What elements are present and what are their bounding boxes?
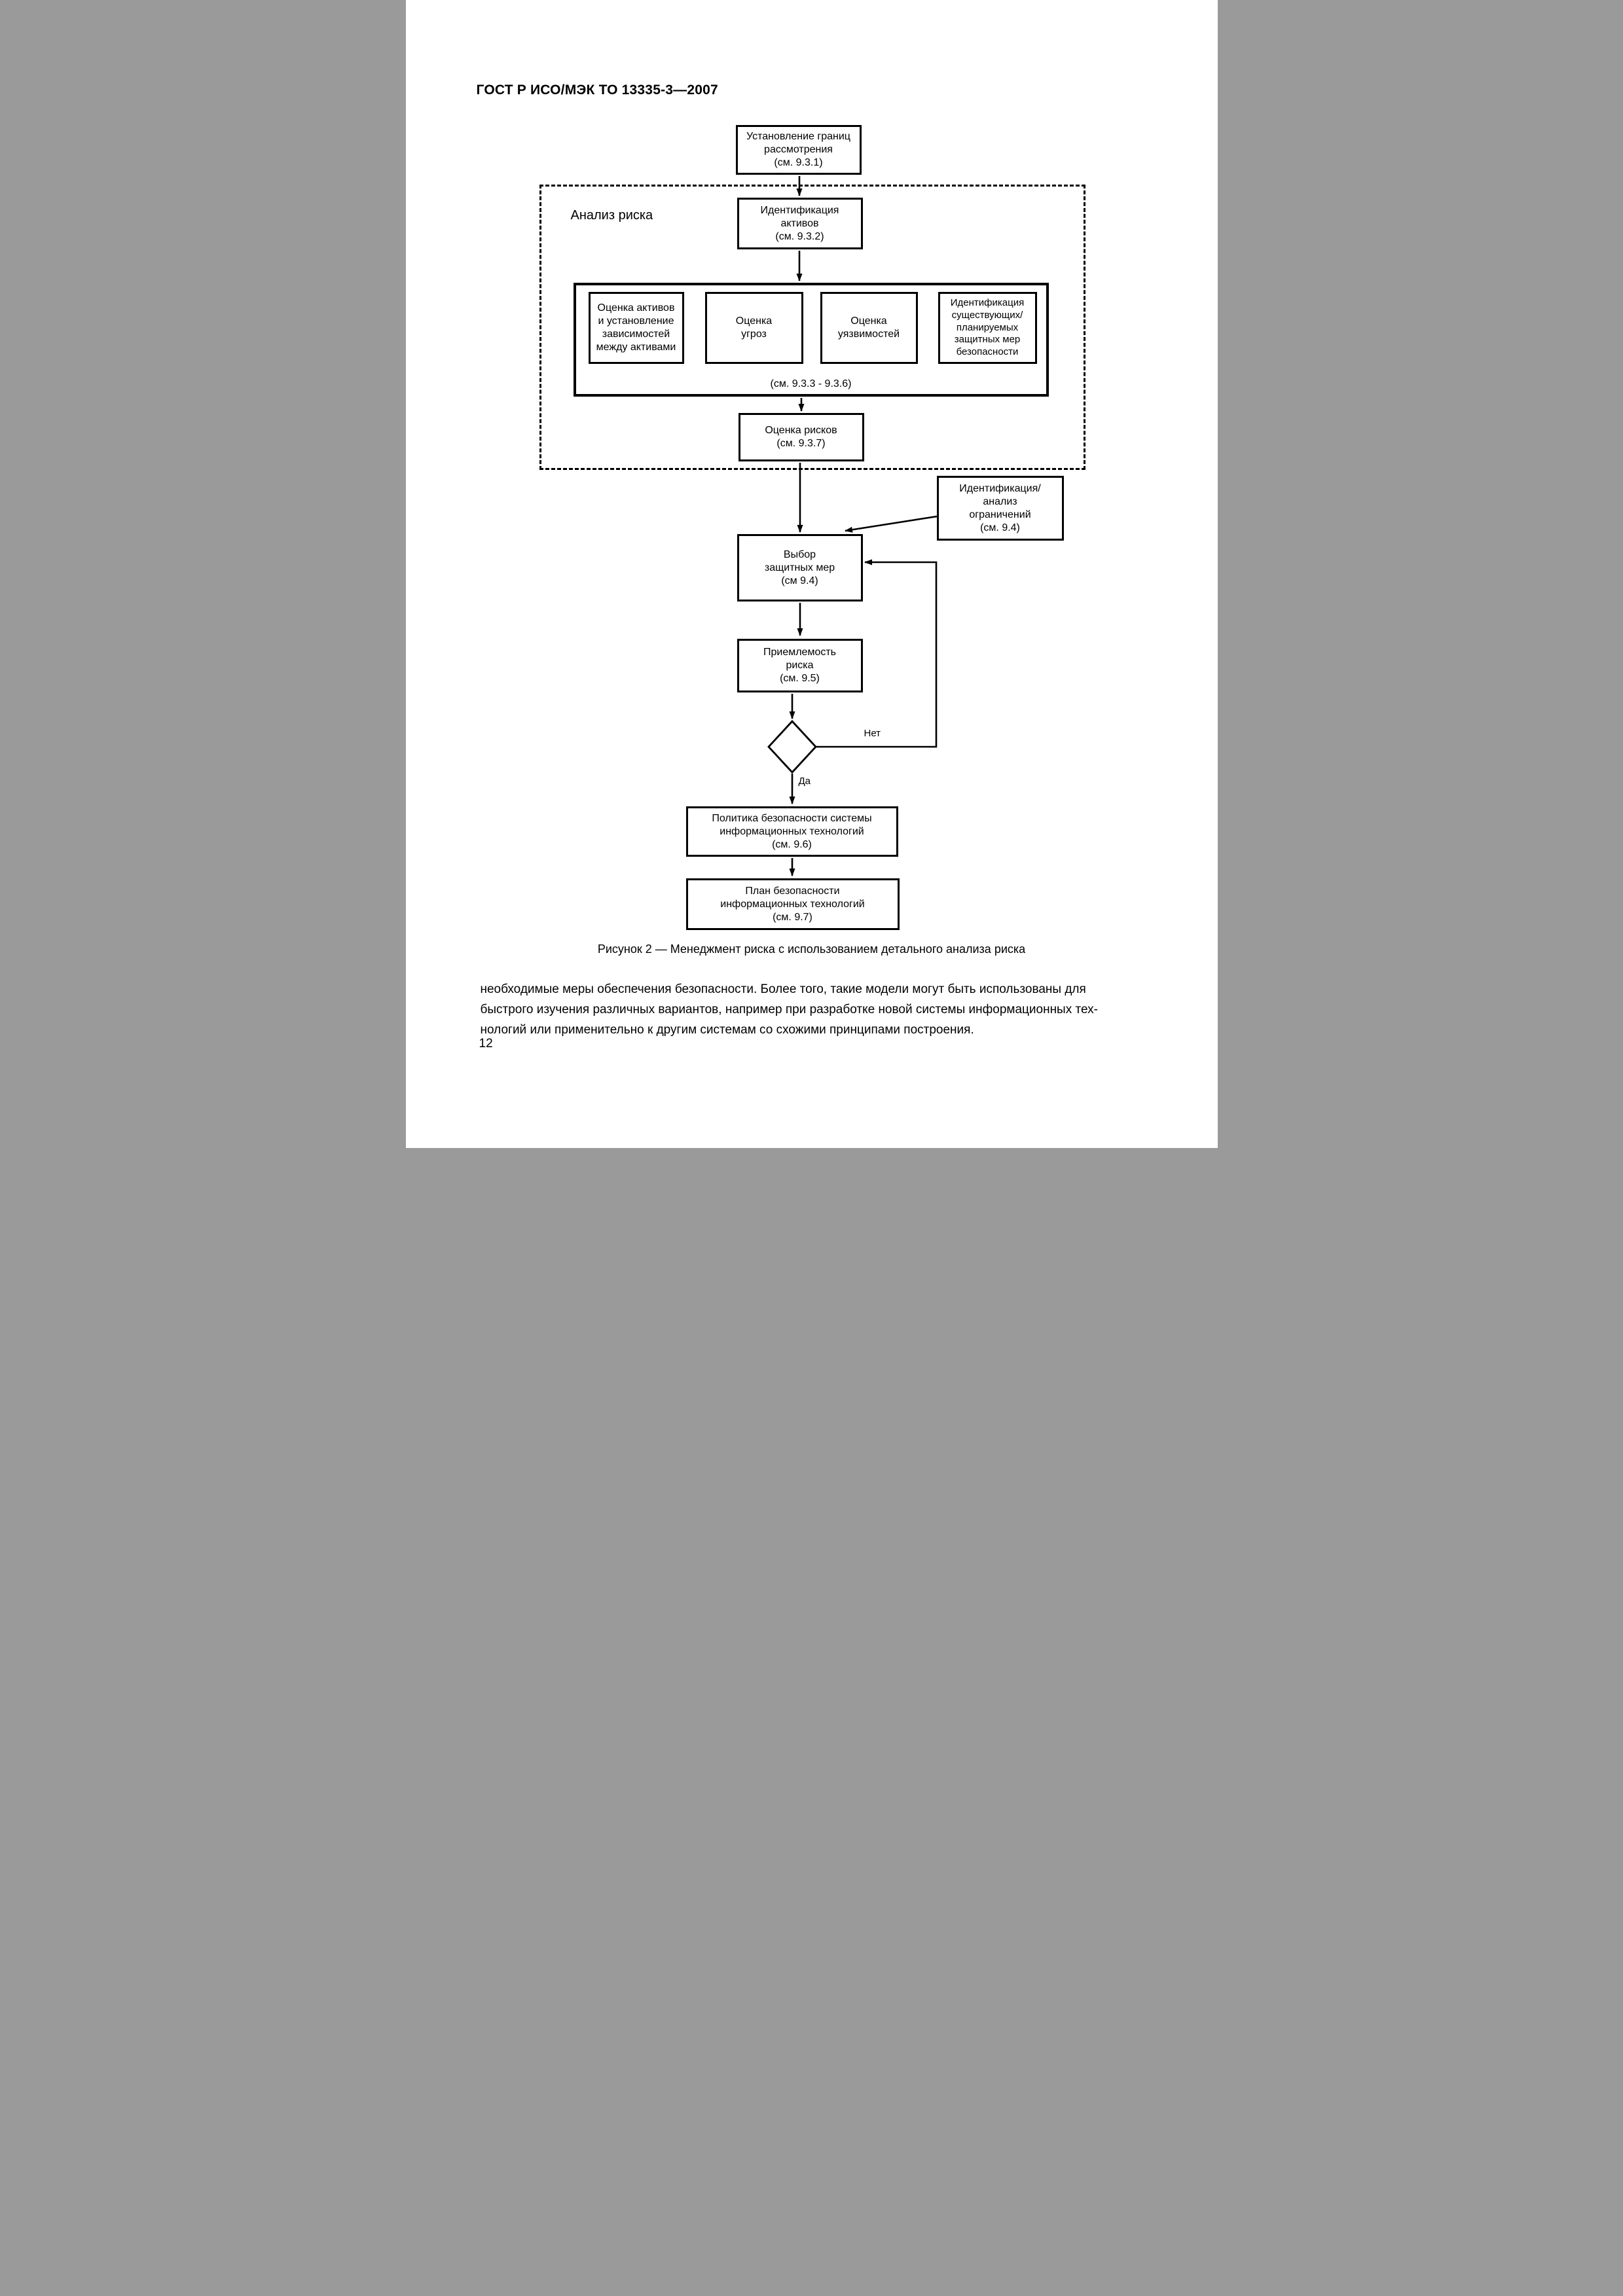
- risk-analysis-region-label: Анализ риска: [570, 208, 653, 223]
- edge-label-yes: Да: [798, 776, 811, 787]
- edge-label-no: Нет: [864, 728, 881, 739]
- node-select-safeguards: Выбор защитных мер (см 9.4): [737, 534, 863, 601]
- assessment-group-box: [573, 283, 1049, 397]
- body-paragraph: необходимые меры обеспечения безопасност…: [480, 982, 1098, 1037]
- standard-header: ГОСТ Р ИСО/МЭК ТО 13335-3—2007: [476, 82, 718, 98]
- decision-diamond: [767, 719, 817, 774]
- node-risk-assessment: Оценка рисков (см. 9.3.7): [738, 413, 864, 461]
- connector-constraints-to-select: [844, 515, 937, 533]
- node-security-plan: План безопасности информационных техноло…: [685, 878, 900, 930]
- document-page: ГОСТ Р ИСО/МЭК ТО 13335-3—2007 Анализ ри…: [405, 0, 1218, 1148]
- node-threat-assessment: Оценка угроз: [704, 292, 803, 364]
- page-number: 12: [479, 1037, 493, 1050]
- risk-analysis-region: [539, 185, 1085, 470]
- node-constraints: Идентификация/ анализ ограничений (см. 9…: [936, 476, 1064, 541]
- assessment-group-reference: (см. 9.3.3 - 9.3.6): [770, 378, 852, 389]
- connector-no-feedback: [815, 559, 937, 748]
- flow-connectors: [767, 176, 937, 876]
- node-security-policy: Политика безопасности системы информацио…: [685, 806, 898, 857]
- node-risk-acceptance: Приемлемость риска (см. 9.5): [737, 639, 863, 692]
- node-vulnerability-assessment: Оценка уязвимостей: [820, 292, 918, 364]
- node-scope-boundaries: Установление границ рассмотрения (см. 9.…: [735, 125, 862, 175]
- node-safeguard-identification: Идентификация существующих/ планируемых …: [938, 292, 1037, 364]
- figure-caption: Рисунок 2 — Менеджмент риска с использов…: [597, 942, 1026, 956]
- node-asset-valuation: Оценка активов и установление зависимост…: [588, 292, 684, 364]
- node-identify-assets: Идентификация активов (см. 9.3.2): [737, 198, 863, 249]
